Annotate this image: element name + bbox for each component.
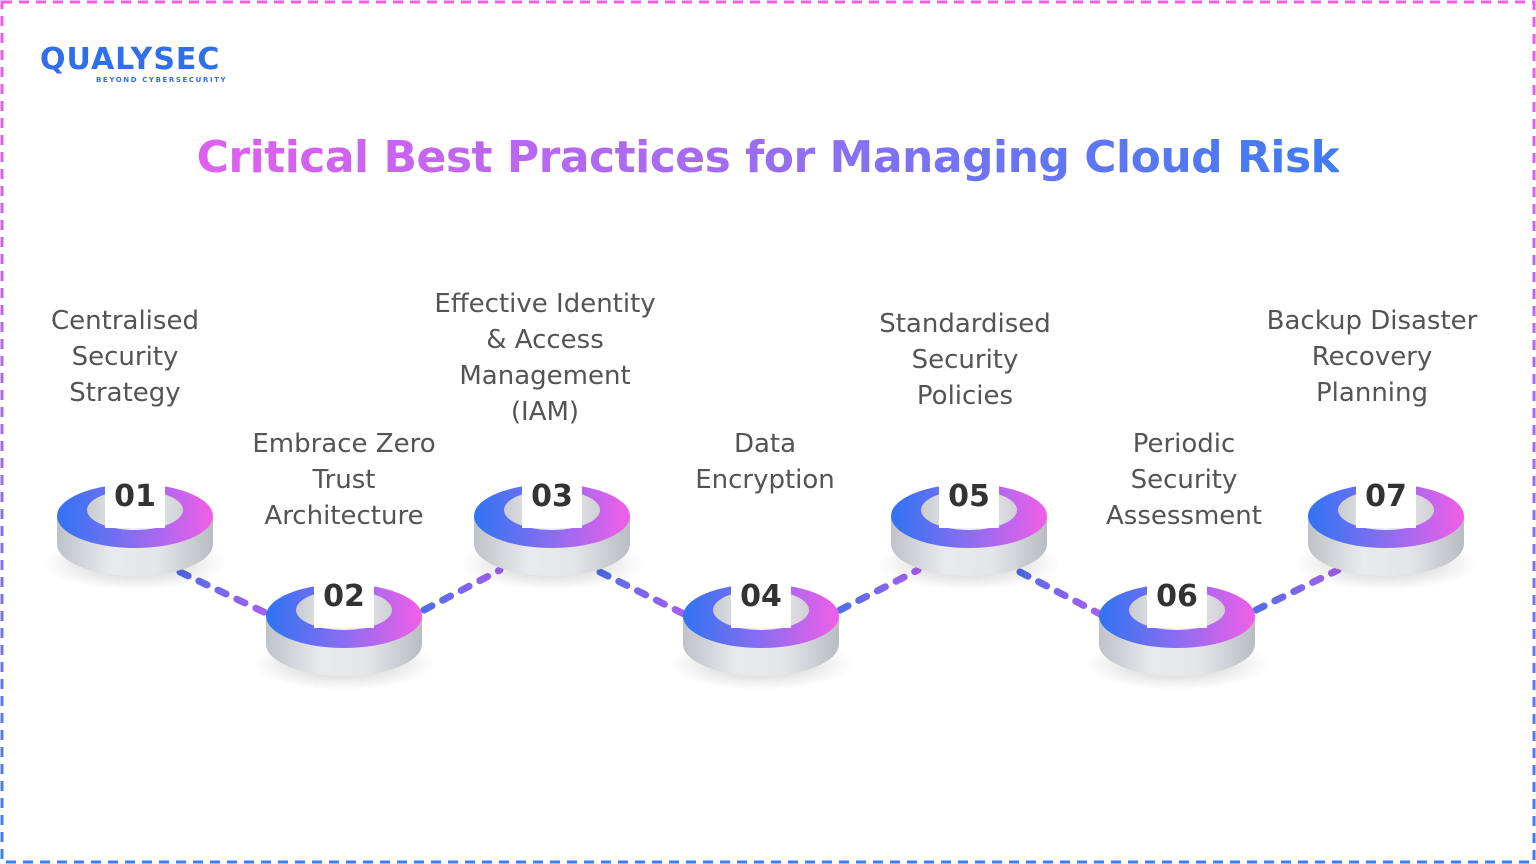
step-label-07: Backup Disaster Recovery Planning (1266, 306, 1478, 408)
step-label-05: Standardised Security Policies (879, 309, 1051, 411)
qualysec-logo: QUALYSEC BEYOND CYBERSECURITY (40, 42, 240, 88)
step-number-06: 06 (1156, 579, 1198, 614)
page-title-text: Critical Best Practices for Managing Clo… (196, 132, 1340, 183)
step-number-02: 02 (323, 579, 365, 614)
step-number-03: 03 (531, 479, 573, 514)
step-number-01: 01 (114, 479, 156, 514)
step-label-02: Embrace Zero Trust Architecture (252, 429, 436, 531)
logo-tagline: BEYOND CYBERSECURITY (96, 76, 228, 84)
logo-wordmark: QUALYSEC (40, 42, 221, 77)
page-title: Critical Best Practices for Managing Clo… (0, 128, 1536, 188)
step-number-07: 07 (1365, 479, 1407, 514)
step-number-04: 04 (740, 579, 782, 614)
step-label-04: Data Encryption (695, 429, 835, 495)
step-label-01: Centralised Security Strategy (51, 306, 199, 408)
step-label-03: Effective Identity & Access Management (… (434, 289, 656, 427)
step-number-05: 05 (948, 479, 990, 514)
step-label-06: Periodic Security Assessment (1106, 429, 1262, 531)
